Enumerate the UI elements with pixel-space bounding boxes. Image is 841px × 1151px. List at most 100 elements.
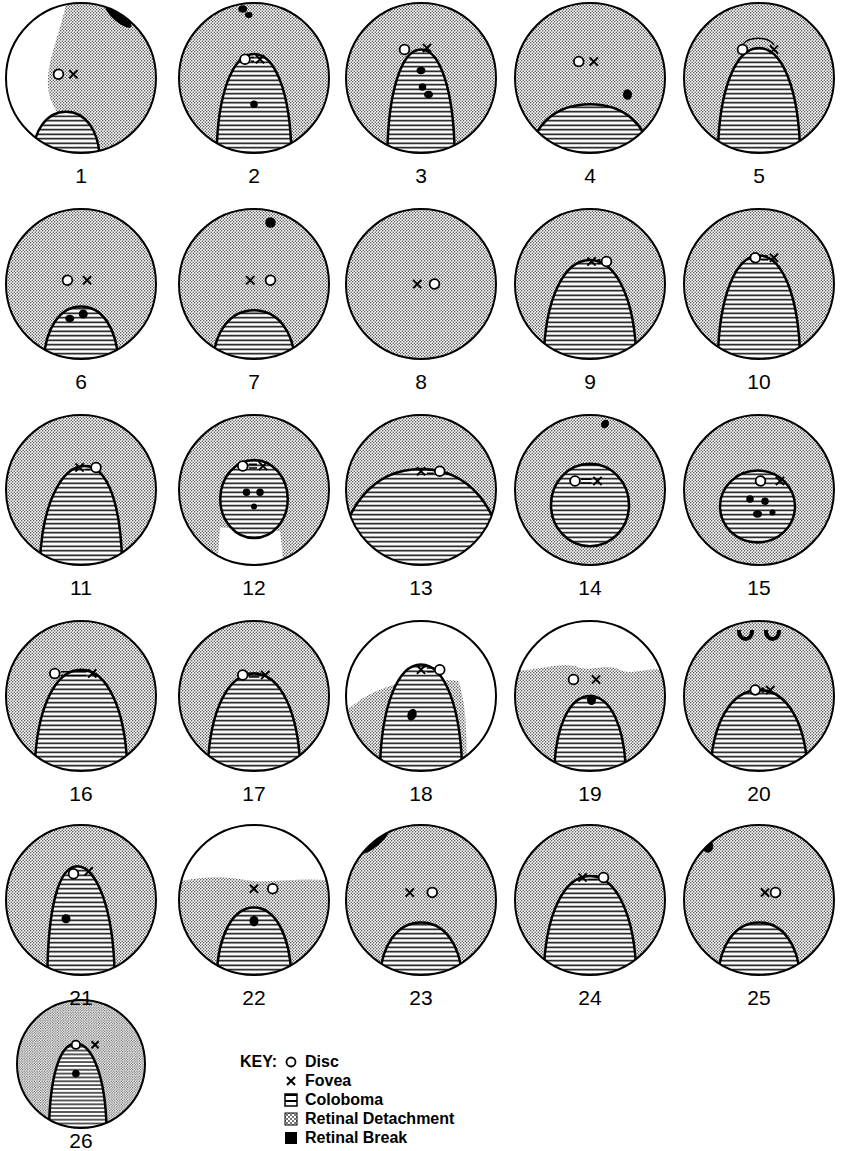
eye-outline — [515, 825, 665, 975]
attached-retina — [172, 818, 337, 882]
fovea-symbol — [417, 666, 425, 674]
eye-outline — [6, 3, 156, 153]
disc-fovea-link — [86, 465, 91, 467]
fundus-drawing — [339, 614, 504, 781]
fundus-drawing — [6, 209, 156, 368]
figure-number: 14 — [578, 577, 601, 598]
fovea-symbol — [88, 669, 96, 677]
fovea-symbol — [423, 44, 431, 52]
figure-number: 3 — [415, 165, 427, 186]
fundus-drawing — [515, 209, 665, 368]
figure-number: 16 — [69, 783, 92, 804]
eye-outline — [179, 209, 329, 359]
fovea-symbol — [417, 467, 425, 475]
figure-number: 8 — [415, 371, 427, 392]
disc-fovea-link — [761, 687, 764, 689]
fovea-symbol — [261, 671, 269, 679]
coloboma — [217, 54, 292, 162]
fundus-drawing — [179, 415, 329, 573]
disc-fovea-link — [581, 478, 592, 480]
disc-symbol — [574, 57, 584, 67]
retinal-break — [79, 310, 88, 319]
figure-number: 6 — [75, 371, 87, 392]
fovea-symbol — [84, 867, 92, 875]
fundus-drawing — [346, 209, 496, 359]
retinal-break — [265, 217, 276, 228]
eye-outline — [515, 621, 665, 771]
fundus-interior — [508, 614, 673, 781]
retinal-break — [72, 1070, 80, 1078]
fundus-drawing — [515, 3, 665, 162]
eye-outline — [684, 3, 834, 153]
disc-fovea-link — [249, 467, 257, 469]
fundus-drawing — [339, 415, 504, 574]
fundus-drawing — [346, 3, 496, 162]
figure-number: 22 — [242, 987, 265, 1008]
coloboma — [339, 469, 504, 574]
figure-number: 5 — [753, 165, 765, 186]
attached-retina — [508, 614, 673, 674]
fovea-symbol — [250, 885, 258, 893]
coloboma-sample — [285, 1094, 297, 1106]
retinal-detachment — [684, 415, 834, 565]
legend-text: Disc — [305, 1054, 339, 1070]
fundus-interior — [339, 614, 504, 781]
fundus-drawing — [684, 415, 834, 565]
coloboma — [40, 466, 123, 574]
eye-outline — [346, 3, 496, 153]
retinal-detachment — [346, 209, 496, 359]
disc-symbol — [435, 665, 445, 675]
fundus-interior — [6, 415, 156, 574]
figure-number: 26 — [69, 1130, 92, 1151]
coloboma — [551, 464, 629, 547]
fundus-interior — [346, 209, 496, 359]
fovea-symbol — [590, 57, 598, 65]
coloboma — [387, 50, 455, 163]
figure-number: 4 — [584, 165, 596, 186]
fundus-interior — [17, 1000, 145, 1136]
retinal-break — [250, 101, 258, 109]
disc-fovea-link — [86, 469, 91, 471]
disc-symbol — [268, 884, 278, 894]
disc-fovea-link — [427, 671, 434, 673]
fundus-interior — [179, 415, 329, 573]
fundus-interior — [684, 3, 834, 162]
retinal-break — [739, 630, 753, 639]
disc-symbol — [750, 685, 760, 695]
figure-number: 11 — [70, 577, 92, 598]
disc-fovea-link — [589, 879, 598, 881]
disc-fovea-link — [61, 675, 87, 677]
eye-outline — [179, 3, 329, 153]
disc-symbol — [54, 69, 64, 79]
retinal-break — [238, 5, 247, 13]
fundus-interior — [172, 818, 337, 985]
fundus-drawing — [508, 614, 673, 781]
disc-fovea-link — [251, 60, 254, 62]
disc-fovea-link — [761, 255, 768, 257]
eye-outline — [6, 825, 156, 975]
disc-fovea-link — [251, 57, 254, 59]
figure-number: 21 — [69, 987, 92, 1008]
key-heading: KEY: — [240, 1054, 277, 1070]
disc-fovea-link — [598, 263, 601, 265]
disc-symbol — [602, 257, 612, 267]
coloboma — [718, 48, 801, 162]
coloboma — [380, 665, 463, 781]
retinal-break — [250, 916, 259, 927]
disc-fovea-link — [427, 469, 434, 471]
fovea-symbol — [406, 888, 414, 896]
disc-fovea-link — [61, 671, 87, 673]
coloboma — [220, 460, 288, 538]
disc-symbol — [50, 669, 60, 679]
coloboma — [47, 866, 115, 984]
disc-symbol — [427, 888, 437, 898]
disc-fovea-link — [598, 259, 601, 261]
figure-number: 13 — [409, 577, 432, 598]
disc-symbol — [435, 466, 445, 476]
fovea-symbol — [92, 1041, 99, 1048]
figure-number: 12 — [242, 577, 265, 598]
fovea-symbol — [776, 477, 784, 485]
retinal-break — [62, 914, 71, 923]
eye-outline — [684, 825, 834, 975]
fundus-drawing — [684, 209, 834, 368]
